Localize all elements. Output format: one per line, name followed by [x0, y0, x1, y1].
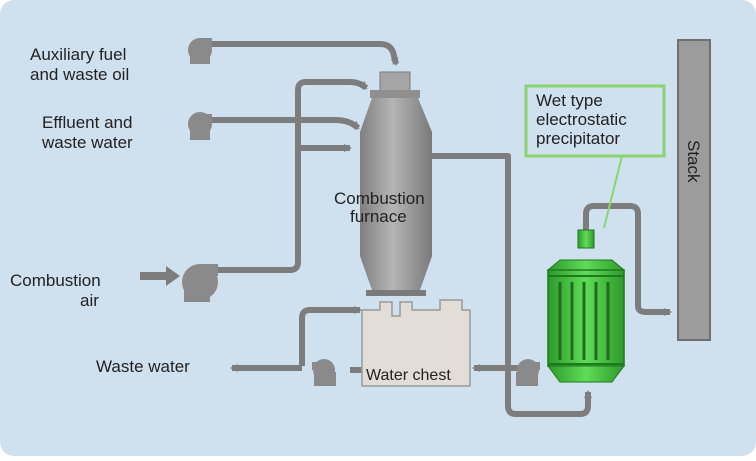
precipitator-to-stack-pipe	[583, 203, 672, 316]
waste-water-pump	[312, 359, 336, 386]
combustion-air-label-line1: Combustion	[10, 271, 101, 290]
effluent-pipe	[210, 117, 361, 131]
water-chest-label: Water chest	[366, 367, 451, 384]
combustion-air-blower	[182, 264, 218, 302]
gas-pipe-to-precipitator	[428, 153, 592, 417]
stack-label: Stack	[684, 140, 703, 183]
air-inlet-arrow	[140, 266, 180, 286]
waste-water-label: Waste water	[96, 357, 190, 376]
callout-box	[524, 84, 666, 158]
callout-leader-line	[603, 155, 623, 229]
water-chest	[361, 299, 471, 387]
air-pipe-upper	[216, 79, 369, 273]
recirculation-pump	[516, 359, 540, 386]
precipitator-label-line3: precipitator	[536, 129, 620, 148]
stack	[677, 39, 711, 341]
recirculation-pipe	[299, 306, 362, 366]
effluent-pump	[188, 112, 212, 140]
pipe-network	[210, 41, 672, 417]
auxiliary-fuel-label-line2: and waste oil	[30, 65, 129, 84]
fuel-pipe	[210, 41, 399, 66]
combustion-air-label-line2: air	[80, 291, 99, 310]
furnace-label-line2: furnace	[350, 207, 407, 226]
effluent-label-line2: waste water	[41, 133, 133, 152]
fuel-pump	[188, 38, 212, 64]
effluent-label-line1: Effluent and	[42, 113, 132, 132]
wet-electrostatic-precipitator	[546, 229, 626, 383]
combustion-furnace	[360, 71, 432, 296]
furnace-label-line1: Combustion	[334, 189, 425, 208]
precipitator-label-line1: Wet type	[536, 91, 603, 110]
precipitator-label-line2: electrostatic	[536, 110, 627, 129]
auxiliary-fuel-label-line1: Auxiliary fuel	[30, 45, 126, 64]
